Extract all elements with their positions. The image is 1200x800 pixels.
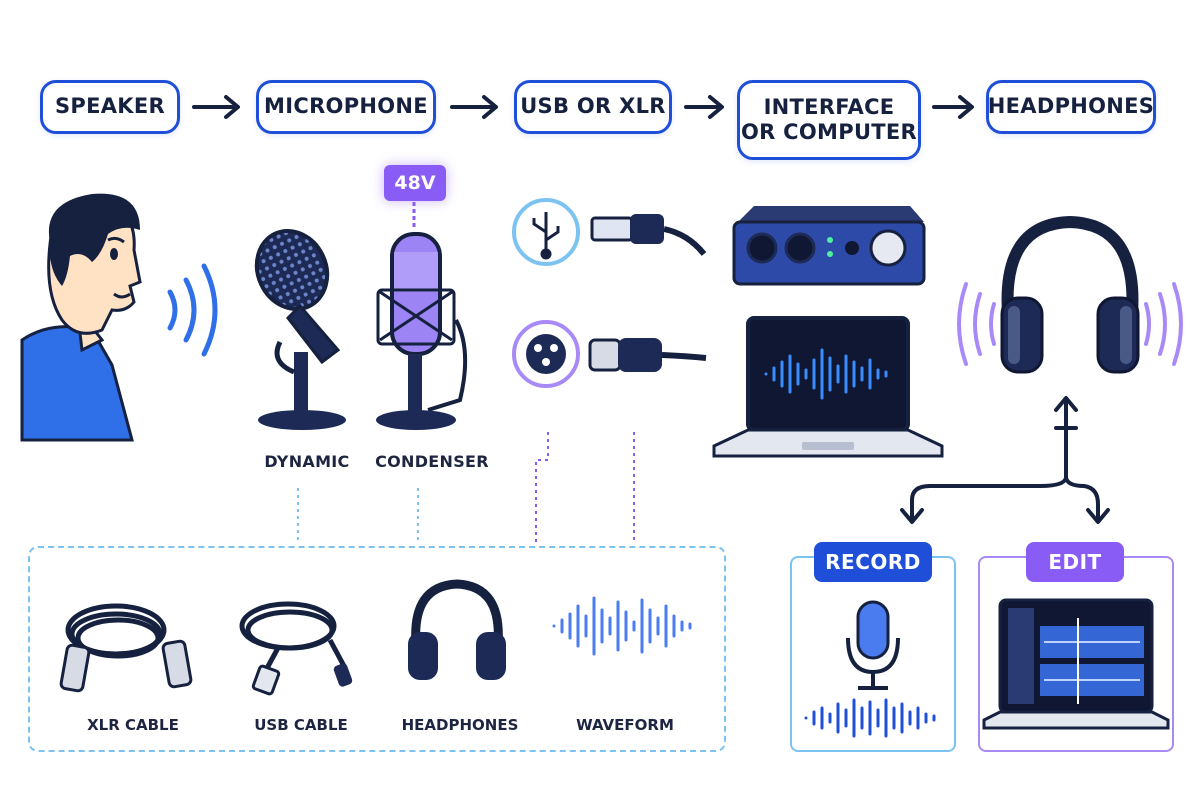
person-icon bbox=[20, 193, 142, 442]
usb-connector bbox=[512, 198, 707, 266]
edit-laptop-icon bbox=[982, 598, 1170, 730]
phantom-power-badge: 48V bbox=[384, 165, 446, 201]
arrow-icon bbox=[192, 95, 974, 119]
xlr-plug-icon bbox=[588, 338, 707, 372]
flow-step-interface-text-2: OR COMPUTER bbox=[740, 120, 918, 144]
usb-cable-icon bbox=[239, 601, 353, 696]
sound-waves-icon bbox=[167, 263, 218, 357]
record-mic-icon bbox=[804, 600, 936, 738]
record-title: RECORD bbox=[814, 542, 932, 582]
gear-panel bbox=[28, 546, 726, 752]
headphones-small-icon bbox=[408, 579, 506, 680]
gear-label-usb-cable: USB CABLE bbox=[254, 716, 348, 734]
edit-title: EDIT bbox=[1026, 542, 1124, 582]
gear-label-headphones: HEADPHONES bbox=[401, 716, 519, 734]
dynamic-mic-icon bbox=[254, 229, 346, 430]
flow-step-microphone: MICROPHONE bbox=[256, 80, 436, 134]
xlr-connector bbox=[512, 320, 707, 388]
flow-step-interface-text-1: INTERFACE bbox=[763, 94, 895, 119]
flow-step-speaker: SPEAKER bbox=[40, 80, 180, 134]
condenser-mic-icon bbox=[376, 202, 468, 430]
usb-symbol-icon bbox=[532, 212, 560, 260]
mic-label-dynamic: DYNAMIC bbox=[264, 452, 350, 471]
xlr-socket-icon bbox=[526, 334, 566, 374]
flow-arrows bbox=[192, 95, 974, 119]
audio-interface-icon bbox=[732, 206, 926, 286]
flow-step-headphones: HEADPHONES bbox=[986, 80, 1156, 134]
laptop-icon bbox=[712, 316, 944, 458]
gear-label-xlr-cable: XLR CABLE bbox=[87, 716, 179, 734]
headphones-icon bbox=[957, 215, 1183, 374]
flow-step-usb-or-xlr: USB OR XLR bbox=[514, 80, 672, 134]
mic-label-condenser: CONDENSER bbox=[375, 452, 489, 471]
gear-label-waveform: WAVEFORM bbox=[576, 716, 674, 734]
xlr-cable-icon bbox=[59, 603, 193, 693]
waveform-icon bbox=[552, 596, 692, 656]
usb-plug-icon bbox=[590, 214, 707, 256]
